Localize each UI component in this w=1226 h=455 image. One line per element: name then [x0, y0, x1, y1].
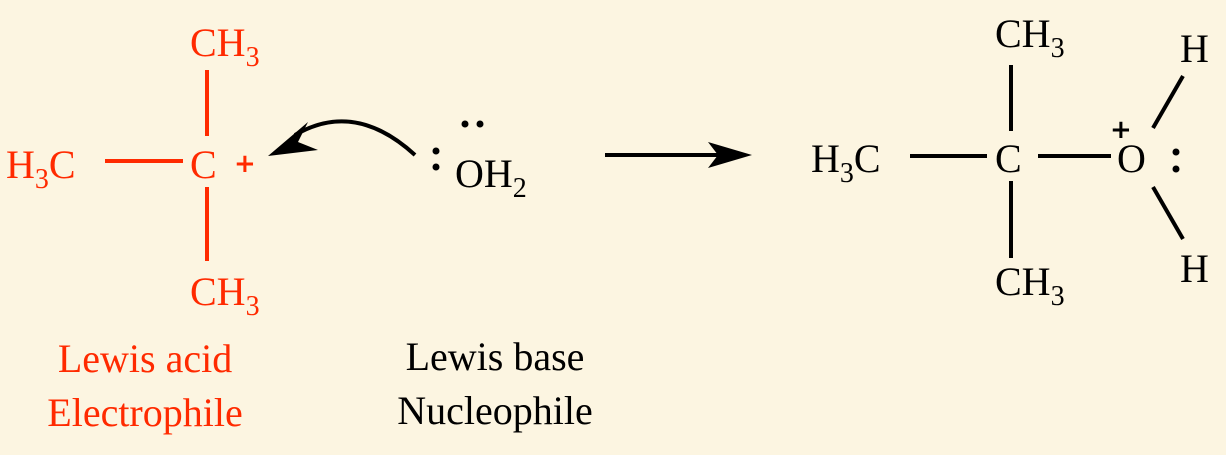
carbocation: CH3 H3C C + CH3 [6, 20, 260, 322]
product-methyl-bottom: CH3 [995, 259, 1065, 312]
nucleophile-label: Lewis base Nucleophile [350, 330, 640, 438]
methyl-top: CH3 [190, 20, 260, 73]
electrophile-text: Electrophile [47, 390, 243, 435]
product-methyl-top: CH3 [995, 11, 1065, 64]
product-methyl-left: H3C [811, 136, 881, 189]
product-bonds [910, 65, 1185, 258]
carbocation-bonds [105, 70, 209, 261]
central-carbon: C [190, 142, 217, 187]
curved-arrow-icon [293, 119, 417, 157]
lewis-acid-text: Lewis acid [57, 336, 233, 381]
product: CH3 H3C C O + H H CH3 [811, 11, 1209, 312]
positive-charge: + [234, 149, 256, 179]
lewis-base-text: Lewis base [405, 334, 585, 379]
arrowhead-icon [268, 122, 318, 156]
nucleophile-text: Nucleophile [397, 388, 593, 433]
water: OH2 [432, 120, 527, 204]
electrophile-label: Lewis acid Electrophile [0, 332, 290, 440]
methyl-left: H3C [6, 142, 76, 195]
product-central-carbon: C [995, 136, 1022, 181]
oxonium-charge: + [1110, 115, 1132, 145]
h-top: H [1180, 26, 1209, 71]
methyl-bottom: CH3 [190, 269, 260, 322]
water-formula: OH2 [455, 151, 527, 204]
reaction-arrowhead-icon [708, 142, 752, 168]
h-bottom: H [1180, 246, 1209, 291]
product-oxygen: O [1117, 136, 1146, 181]
